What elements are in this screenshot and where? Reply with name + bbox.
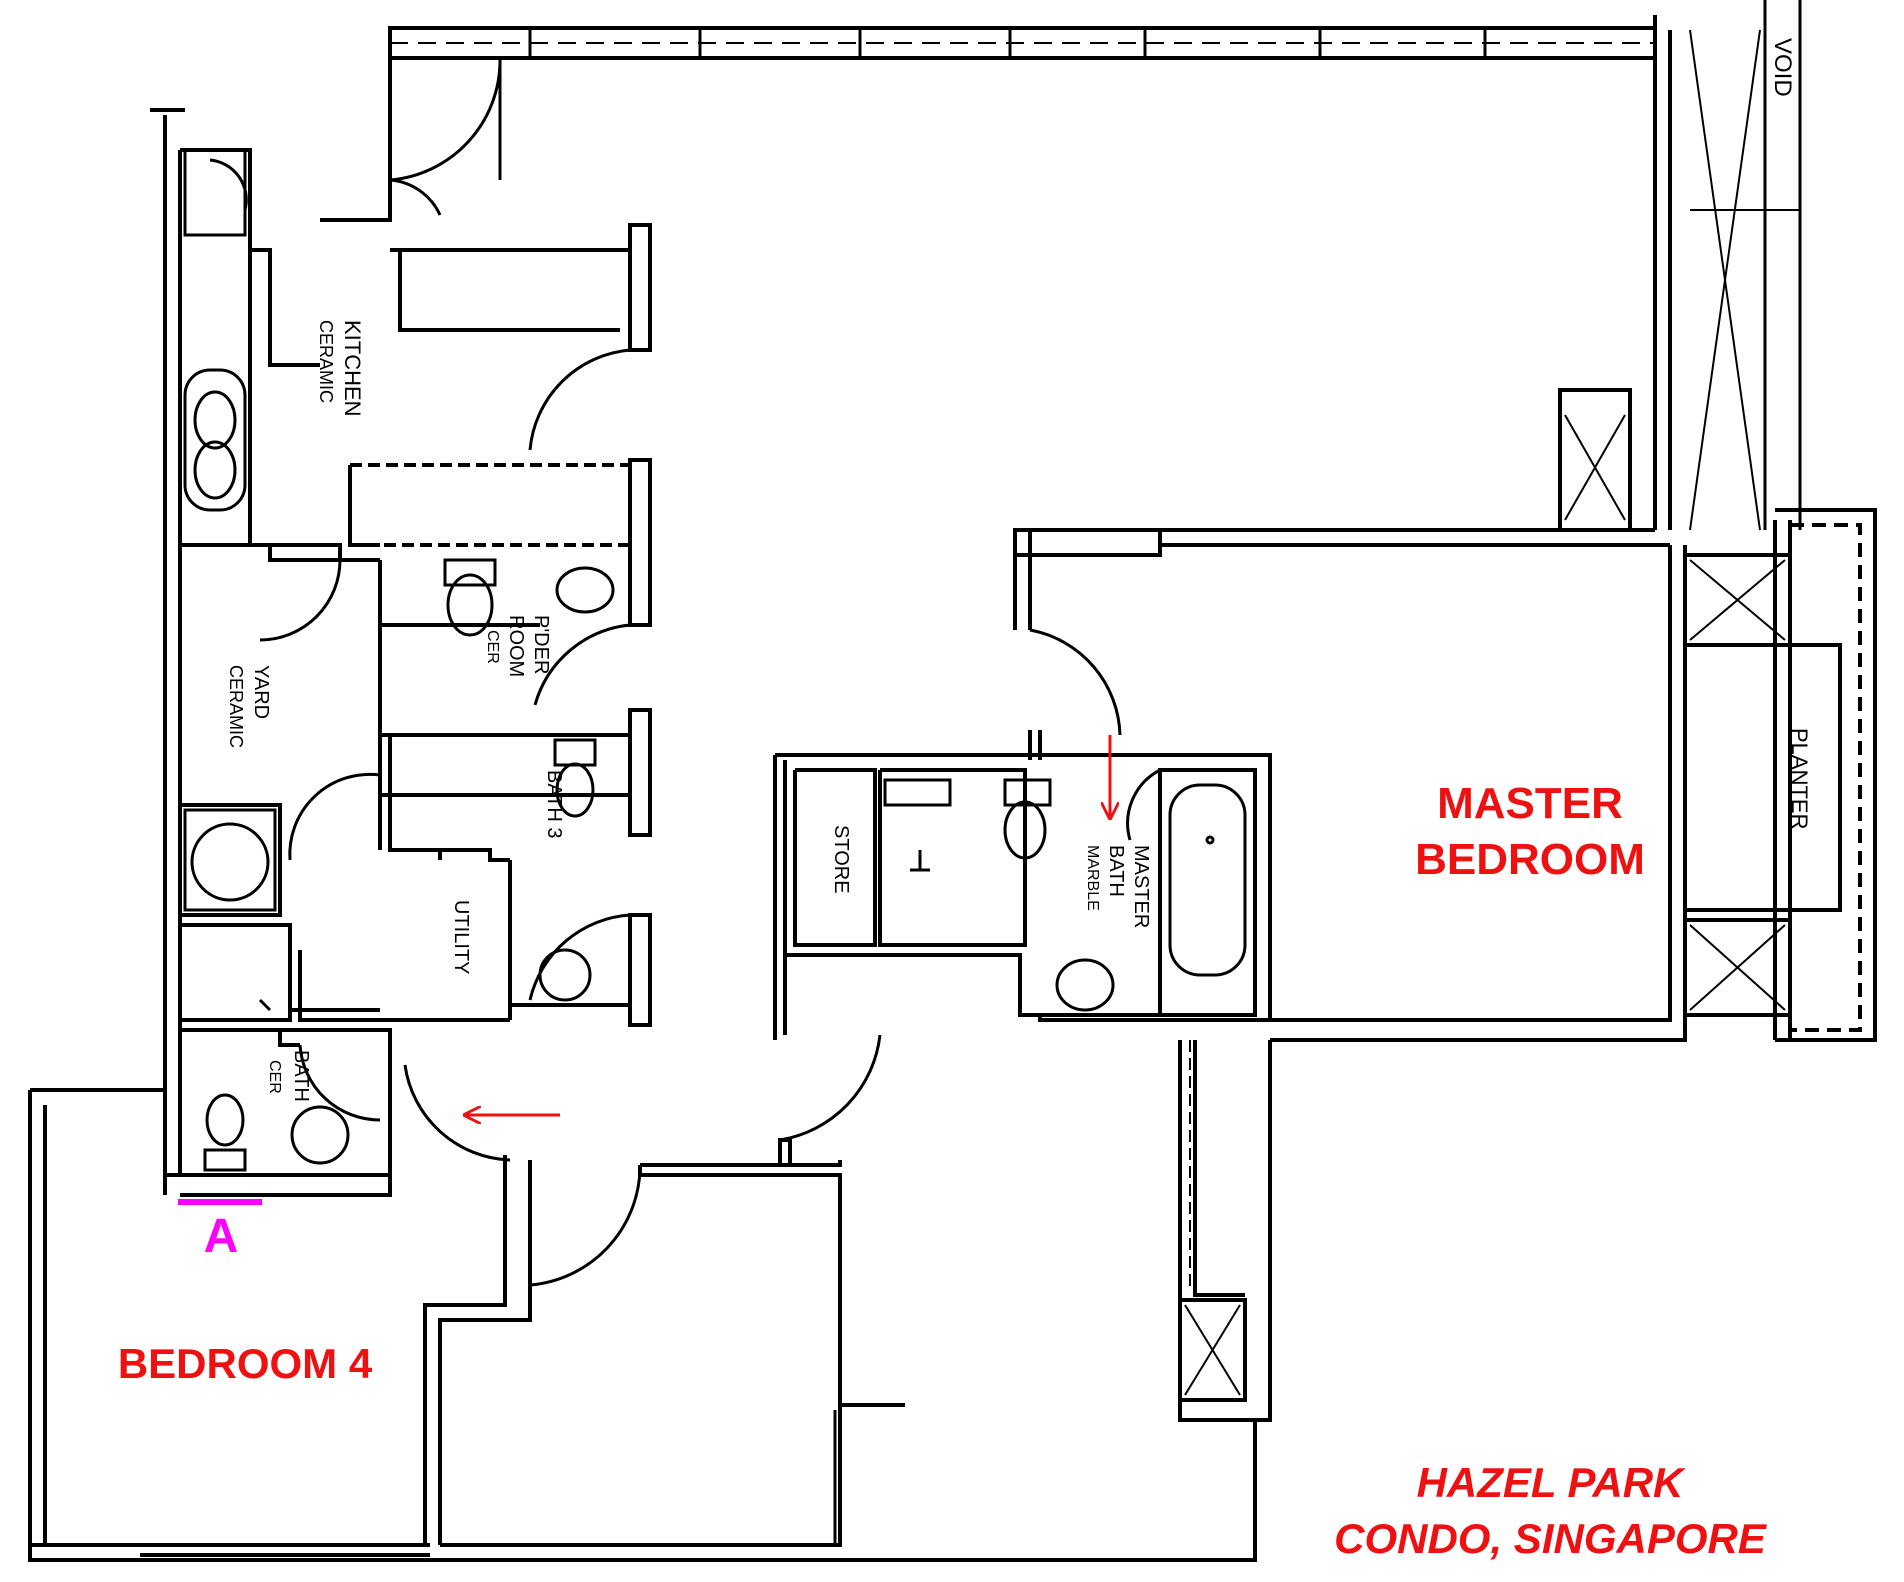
label-powder-room-1: P'DER xyxy=(530,615,552,674)
label-bedroom4: BEDROOM 4 xyxy=(118,1340,373,1387)
label-void: VOID xyxy=(1769,38,1796,97)
label-master-bedroom-line1: MASTER xyxy=(1437,779,1623,828)
label-bath-finish: CER xyxy=(266,1060,283,1094)
marker-a-label: A xyxy=(204,1210,239,1263)
void-hatching xyxy=(833,29,1800,1545)
label-powder-room-finish: CER xyxy=(484,630,501,664)
label-kitchen: KITCHEN xyxy=(340,320,365,417)
label-store: STORE xyxy=(830,825,852,894)
label-master-bath-finish: MARBLE xyxy=(1084,845,1101,911)
label-powder-room-2: ROOM xyxy=(505,615,527,677)
caption-line1: HAZEL PARK xyxy=(1417,1459,1686,1506)
label-master-bath-1: MASTER xyxy=(1130,845,1152,928)
door-swings xyxy=(259,59,1161,1287)
label-planter: PLANTER xyxy=(1787,728,1812,829)
annotations: MASTER BEDROOM BEDROOM 4 HAZEL PARK COND… xyxy=(118,735,1768,1562)
label-master-bedroom-line2: BEDROOM xyxy=(1415,835,1645,884)
label-bath3: BATH 3 xyxy=(543,770,565,839)
label-kitchen-finish: CERAMIC xyxy=(316,320,336,403)
walls xyxy=(28,0,1877,1562)
label-bath: BATH xyxy=(290,1050,312,1102)
room-labels: VOID KITCHEN CERAMIC YARD CERAMIC P'DER … xyxy=(226,38,1812,1102)
fixtures xyxy=(183,148,1247,1172)
label-yard-finish: CERAMIC xyxy=(226,665,246,748)
label-yard: YARD xyxy=(250,665,272,719)
label-master-bath-2: BATH xyxy=(1105,845,1127,897)
caption-line2: CONDO, SINGAPORE xyxy=(1334,1515,1768,1562)
label-utility: UTILITY xyxy=(450,900,472,974)
